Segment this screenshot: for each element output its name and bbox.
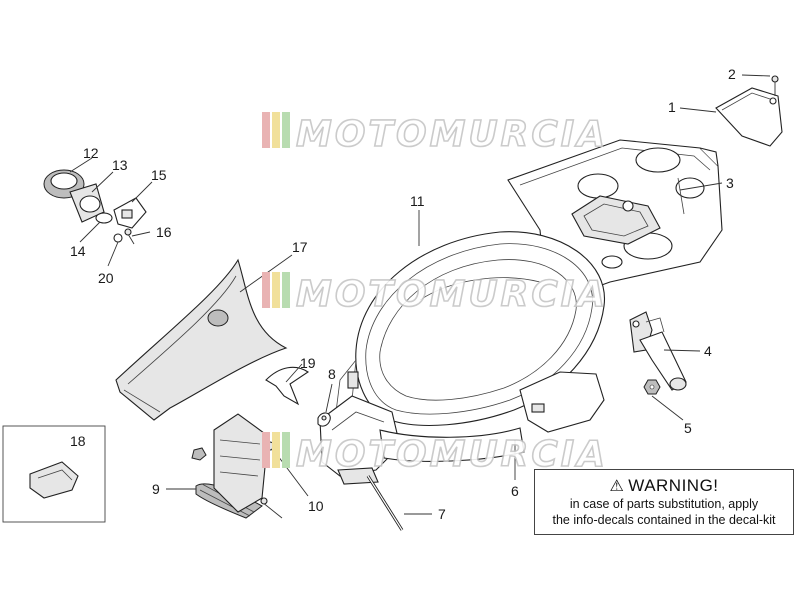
callout-11: 11 [410,193,425,209]
part-1-cover-plate [715,87,783,147]
part-15-latch [113,197,147,229]
callout-2: 2 [728,66,736,82]
callout-5: 5 [684,420,692,436]
part-7-rod [366,475,404,531]
watermark-stripe-yellow [272,112,280,148]
callout-14: 14 [70,243,86,259]
callout-7: 7 [438,506,446,522]
callout-18: 18 [70,433,86,449]
warning-triangle-icon: ⚠ [609,478,625,495]
callout-12: 12 [83,145,99,161]
part-14-spacer [95,212,113,224]
watermark-middle: MOTOMURCIA [262,272,608,316]
part-17-side-panel [115,258,288,421]
part-11-helmet-bucket [335,231,605,433]
part-13-lock-body [69,183,105,223]
part-18-spring-clip [29,461,79,499]
callout-1: 1 [668,99,676,115]
part-5-nut [643,379,661,395]
callout-4: 4 [704,343,712,359]
warning-line-1: in case of parts substitution, apply [569,497,759,511]
callout-16: 16 [156,224,172,240]
watermark-text: MOTOMURCIA [296,274,608,315]
warning-notice: ⚠WARNING! in case of parts substitution,… [534,469,794,535]
watermark-text: MOTOMURCIA [296,434,608,475]
callout-13: 13 [112,157,128,173]
callout-9: 9 [152,481,160,497]
warning-heading: ⚠WARNING! [535,476,793,496]
watermark-stripe-green [282,272,290,308]
part-19-clip [265,366,309,406]
part-4-hinge-bracket [629,311,687,391]
watermark-stripe-red [262,432,270,468]
callout-15: 15 [151,167,167,183]
callout-labels: 1 2 3 4 5 6 7 8 9 10 11 12 13 14 15 16 1… [70,66,736,522]
callout-19: 19 [300,355,316,371]
part-8-clip [317,412,331,427]
warning-title: WARNING! [628,476,719,495]
callout-10: 10 [308,498,324,514]
part-20-washer [113,233,123,243]
watermark-stripe-green [282,432,290,468]
watermark-stripe-yellow [272,272,280,308]
watermark-stripe-red [262,272,270,308]
callout-8: 8 [328,366,336,382]
part-16-screw [124,228,135,245]
watermark-text: MOTOMURCIA [296,114,608,155]
watermark-stripe-yellow [272,432,280,468]
watermark-top: MOTOMURCIA [262,112,608,156]
watermark-bottom: MOTOMURCIA [262,432,608,476]
callout-3: 3 [726,175,734,191]
callout-6: 6 [511,483,519,499]
callout-17: 17 [292,239,308,255]
part-2-screw [769,75,779,105]
warning-line-2: the info-decals contained in the decal-k… [552,513,776,527]
callout-20: 20 [98,270,114,286]
part-6-lower-frame [319,395,525,485]
watermark-stripe-green [282,112,290,148]
watermark-stripe-red [262,112,270,148]
